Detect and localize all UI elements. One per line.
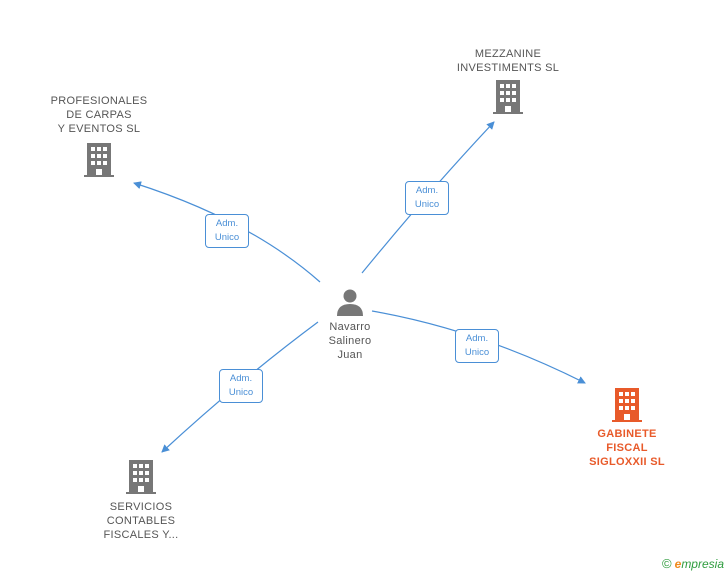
brand-logo-text: mpresia [681,557,724,571]
brand-logo-initial: e [674,557,682,571]
brand-footer: ©empresia [662,556,724,571]
edge-label-to-profesionales[interactable]: Adm. Unico [205,214,249,248]
company-name: MEZZANINE INVESTIMENTS SL [456,48,560,74]
building-icon [612,388,642,422]
building-icon [84,143,114,177]
node-gabinete[interactable]: GABINETE FISCAL SIGLOXXII SL [566,388,688,469]
company-name: SERVICIOS CONTABLES FISCALES Y... [103,501,179,541]
edge-label-to-mezzanine[interactable]: Adm. Unico [405,181,449,215]
node-mezzanine[interactable]: MEZZANINE INVESTIMENTS SL [447,47,569,114]
node-servicios[interactable]: SERVICIOS CONTABLES FISCALES Y... [80,460,202,542]
company-name: PROFESIONALES DE CARPAS Y EVENTOS SL [50,95,148,135]
building-icon [126,460,156,494]
edge-label-to-servicios[interactable]: Adm. Unico [219,369,263,403]
company-name: GABINETE FISCAL SIGLOXXII SL [589,428,665,468]
node-profesionales[interactable]: PROFESIONALES DE CARPAS Y EVENTOS SL [38,94,160,177]
node-person[interactable]: Navarro Salinero Juan [296,288,404,362]
copyright-icon: © [662,556,672,571]
person-icon [337,289,363,316]
edge-label-to-gabinete[interactable]: Adm. Unico [455,329,499,363]
building-icon [493,80,523,114]
person-name: Navarro Salinero Juan [328,321,372,361]
